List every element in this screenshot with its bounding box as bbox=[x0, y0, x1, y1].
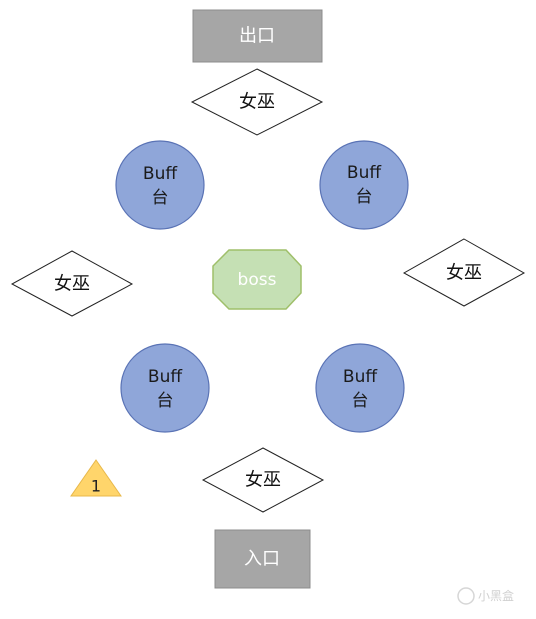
buff-bottom-right-line1: Buff bbox=[343, 367, 378, 387]
buff-platform-top-right: Buff 台 bbox=[319, 140, 409, 230]
boss-label: boss bbox=[238, 270, 277, 290]
witch-top-label: 女巫 bbox=[239, 92, 275, 113]
buff-platform-bottom-right: Buff 台 bbox=[315, 343, 405, 433]
boss-octagon bbox=[212, 249, 302, 310]
boss: boss bbox=[212, 249, 302, 310]
buff-platform-bottom-left: Buff 台 bbox=[120, 343, 210, 433]
marker-triangle bbox=[70, 459, 122, 497]
witch-bottom-diamond bbox=[201, 447, 325, 513]
exit-label: 出口 bbox=[239, 26, 275, 47]
buff-top-left-line2: 台 bbox=[152, 188, 169, 208]
buff-top-right-line2: 台 bbox=[356, 187, 373, 207]
marker-label: 1 bbox=[91, 477, 101, 496]
marker-1: 1 bbox=[70, 459, 122, 497]
buff-bottom-right-circle bbox=[315, 343, 405, 433]
witch-top: 女巫 bbox=[190, 68, 324, 136]
buff-bottom-right-line2: 台 bbox=[352, 391, 369, 411]
buff-top-left-line1: Buff bbox=[143, 164, 178, 184]
entrance-door-box bbox=[214, 529, 311, 589]
witch-top-diamond bbox=[190, 68, 324, 136]
buff-platform-top-left: Buff 台 bbox=[115, 140, 205, 230]
watermark-logo-icon bbox=[457, 587, 475, 605]
witch-bottom-label: 女巫 bbox=[245, 470, 281, 491]
watermark: 小黑盒 bbox=[457, 587, 514, 605]
entrance-label: 入口 bbox=[244, 549, 280, 570]
witch-right-label: 女巫 bbox=[446, 263, 482, 284]
buff-bottom-left-line2: 台 bbox=[157, 391, 174, 411]
buff-top-right-circle bbox=[319, 140, 409, 230]
entrance-door: 入口 bbox=[214, 529, 311, 589]
exit-door: 出口 bbox=[192, 9, 323, 63]
exit-door-box bbox=[192, 9, 323, 63]
watermark-text: 小黑盒 bbox=[478, 588, 514, 603]
buff-bottom-left-line1: Buff bbox=[148, 367, 183, 387]
witch-left-diamond bbox=[10, 250, 134, 317]
witch-left: 女巫 bbox=[10, 250, 134, 317]
witch-right-diamond bbox=[402, 238, 526, 307]
witch-bottom: 女巫 bbox=[201, 447, 325, 513]
buff-top-left-circle bbox=[115, 140, 205, 230]
buff-top-right-line1: Buff bbox=[347, 163, 382, 183]
witch-left-label: 女巫 bbox=[54, 274, 90, 295]
buff-bottom-left-circle bbox=[120, 343, 210, 433]
witch-right: 女巫 bbox=[402, 238, 526, 307]
